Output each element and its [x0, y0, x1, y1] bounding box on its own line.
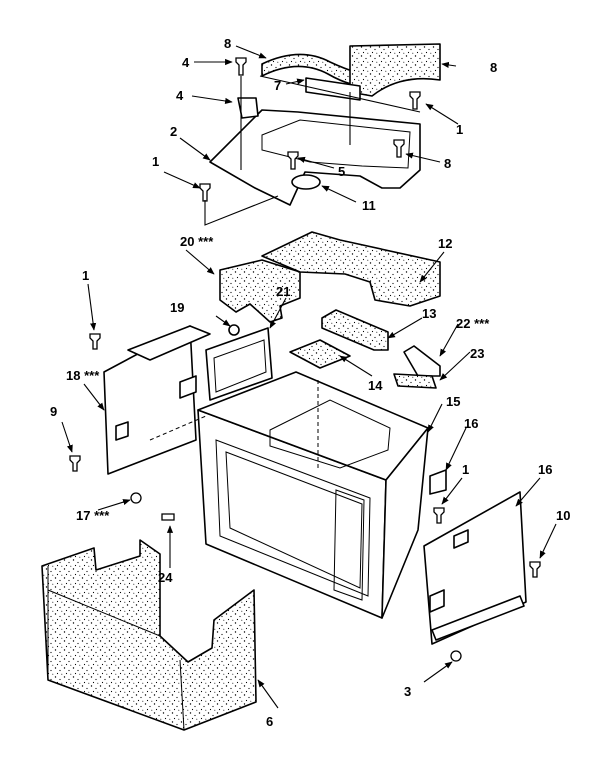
part-17-wrap-edges	[47, 566, 185, 731]
callout-4-top: 4	[182, 55, 190, 70]
part-19-top-rail	[127, 325, 211, 361]
part-10-insulation	[261, 231, 441, 307]
callout-10: 12	[438, 236, 452, 251]
callout-18: 24	[158, 570, 173, 585]
part-9-motor	[291, 174, 321, 190]
part-20-knob	[228, 324, 240, 336]
callout-9: 11	[362, 198, 376, 213]
part-12-pad	[289, 339, 351, 369]
part-13-cavity-opening	[215, 439, 371, 597]
part-13-leaders	[149, 380, 319, 470]
screw-8-right-icon	[529, 561, 541, 578]
screw-1-panel-icon	[89, 333, 101, 350]
screw-1-right-panel-icon	[433, 507, 445, 524]
callout-15: 16	[538, 462, 552, 477]
callout-16-left: 17 ***	[76, 508, 110, 523]
callout-1-right: 1	[456, 122, 463, 137]
screw-group-top	[199, 57, 421, 202]
screw-8-left-icon	[69, 455, 81, 472]
callout-21: 20 ***	[180, 234, 214, 249]
part-23-clip	[403, 345, 441, 377]
callout-16-right: 3	[404, 684, 411, 699]
part-15-bottom-rail	[431, 595, 525, 641]
callout-12: 14	[368, 378, 383, 393]
callout-13: 15	[446, 394, 460, 409]
part-17-wrap	[41, 539, 257, 731]
part-14-bracket	[429, 469, 447, 495]
part-15-window-a	[453, 529, 469, 549]
screw-1-right-icon	[409, 91, 421, 110]
callout-2: 2	[170, 124, 177, 139]
callout-1-left: 1	[152, 154, 159, 169]
callout-3: 4	[176, 88, 184, 103]
part-13-door-frame	[333, 489, 365, 601]
part-19-window	[115, 421, 129, 441]
screw-18-icon	[161, 513, 175, 521]
part-21-insulation	[219, 259, 301, 323]
callout-8-top: 8	[444, 156, 451, 171]
callout-8-right: 10	[556, 508, 570, 523]
part-2-mounting-plate	[209, 109, 421, 206]
callout-labels: 8 8 4 7 4 1 2 5 8 1 11 20 *** 12 1 19 21…	[50, 36, 570, 729]
callout-23: 22 ***	[456, 316, 490, 331]
part-13-cavity-inner	[225, 451, 363, 589]
screw-4-top-icon	[235, 57, 247, 76]
part-22-bracket-detail	[213, 339, 267, 393]
part-5-bracket	[305, 77, 361, 101]
part-13-top-detail	[269, 399, 391, 469]
screw-8-top-icon	[393, 139, 405, 158]
callout-arrows	[61, 45, 557, 709]
callout-14: 16	[464, 416, 478, 431]
screw-4-mid-icon	[287, 151, 299, 170]
foot-16-left-icon	[130, 492, 142, 504]
callout-11: 13	[422, 306, 436, 321]
callout-22: 21	[276, 284, 290, 299]
part-15-window-b	[429, 589, 445, 613]
screw-1-left-icon	[199, 183, 211, 202]
foot-16-right-icon	[450, 650, 462, 662]
callout-6: 8	[224, 36, 231, 51]
callout-8-left: 9	[50, 404, 57, 419]
callout-19: 18 ***	[66, 368, 100, 383]
part-22-bracket	[205, 327, 273, 401]
callout-4-mid: 5	[338, 164, 345, 179]
part-24-pad	[393, 373, 437, 389]
top-leader-lines	[204, 75, 421, 226]
callout-17: 6	[266, 714, 273, 729]
part-13-cabinet-side	[381, 427, 429, 619]
callout-5: 7	[274, 78, 281, 93]
screw-group-lower	[69, 333, 541, 662]
part-19-tab	[179, 375, 197, 399]
callout-1-lower: 1	[462, 462, 469, 477]
part-11-strip	[321, 309, 389, 351]
callout-1-panel: 1	[82, 268, 89, 283]
callout-24: 23	[470, 346, 484, 361]
part-2-plate-rib	[261, 119, 411, 169]
callout-20: 19	[170, 300, 184, 315]
part-7-foam-pad	[349, 43, 441, 97]
callout-7: 8	[490, 60, 497, 75]
